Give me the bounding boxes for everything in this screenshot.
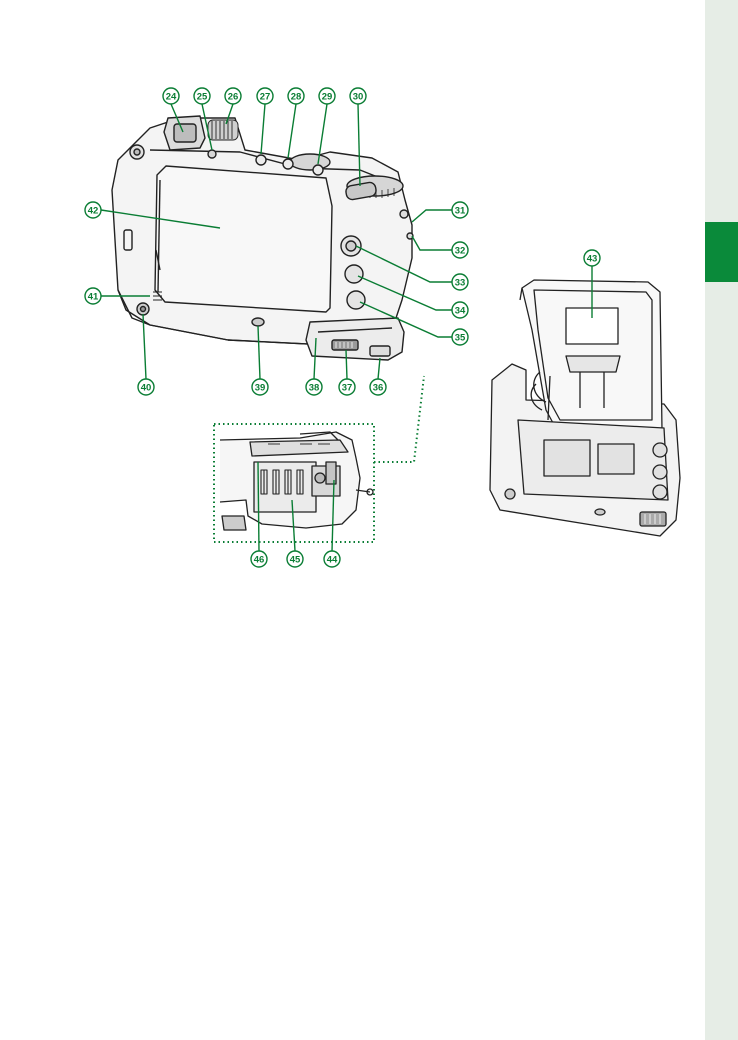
callout-46: 46 (251, 551, 267, 567)
svg-text:37: 37 (342, 383, 353, 394)
callout-45: 45 (287, 551, 303, 567)
svg-text:28: 28 (291, 92, 302, 103)
callout-31: 31 (452, 202, 468, 218)
callout-41: 41 (85, 288, 101, 304)
svg-text:33: 33 (455, 278, 466, 289)
callout-24: 24 (163, 88, 179, 104)
svg-text:42: 42 (88, 206, 99, 217)
svg-text:29: 29 (322, 92, 333, 103)
svg-text:27: 27 (260, 92, 271, 103)
callout-37: 37 (339, 379, 355, 395)
svg-text:38: 38 (309, 383, 320, 394)
svg-text:41: 41 (88, 292, 99, 303)
callout-29: 29 (319, 88, 335, 104)
svg-text:32: 32 (455, 246, 466, 257)
svg-text:31: 31 (455, 206, 466, 217)
camera-tilted-screen-view (490, 280, 680, 536)
battery-chamber-inset (214, 376, 424, 542)
callout-36: 36 (370, 379, 386, 395)
callout-39: 39 (252, 379, 268, 395)
callout-28: 28 (288, 88, 304, 104)
camera-rear-view (112, 116, 413, 360)
callout-34: 34 (452, 302, 468, 318)
svg-text:26: 26 (228, 92, 239, 103)
callout-40: 40 (138, 379, 154, 395)
svg-text:36: 36 (373, 383, 384, 394)
svg-text:25: 25 (197, 92, 208, 103)
callout-25: 25 (194, 88, 210, 104)
callout-38: 38 (306, 379, 322, 395)
callout-44: 44 (324, 551, 340, 567)
svg-text:35: 35 (455, 333, 466, 344)
svg-text:39: 39 (255, 383, 266, 394)
callout-43: 43 (584, 250, 600, 266)
callout-42: 42 (85, 202, 101, 218)
callout-35: 35 (452, 329, 468, 345)
svg-text:30: 30 (353, 92, 364, 103)
callout-32: 32 (452, 242, 468, 258)
callout-30: 30 (350, 88, 366, 104)
callout-26: 26 (225, 88, 241, 104)
svg-text:44: 44 (327, 555, 338, 566)
svg-text:43: 43 (587, 254, 598, 265)
svg-text:24: 24 (166, 92, 177, 103)
svg-text:40: 40 (141, 383, 152, 394)
svg-text:34: 34 (455, 306, 466, 317)
callout-27: 27 (257, 88, 273, 104)
callout-33: 33 (452, 274, 468, 290)
svg-text:46: 46 (254, 555, 265, 566)
svg-text:45: 45 (290, 555, 301, 566)
